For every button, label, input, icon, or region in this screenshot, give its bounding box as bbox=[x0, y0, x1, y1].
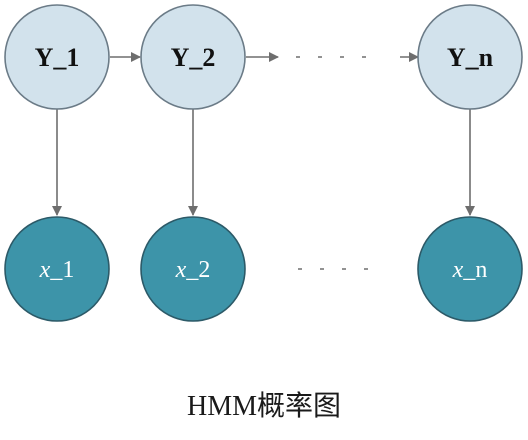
hidden-node-y2: Y_2 bbox=[140, 4, 246, 110]
hidden-node-label: Y_n bbox=[447, 43, 494, 72]
observed-node-x1: x_1 bbox=[4, 216, 110, 322]
hidden-node-y1: Y_1 bbox=[4, 4, 110, 110]
observed-node-xn: x_n bbox=[417, 216, 523, 322]
hidden-node-label: Y_2 bbox=[171, 43, 216, 72]
hidden-node-label: Y_1 bbox=[35, 43, 80, 72]
hidden-node-yn: Y_n bbox=[417, 4, 523, 110]
observed-node-x2: x_2 bbox=[140, 216, 246, 322]
observed-node-label: x_1 bbox=[39, 257, 75, 283]
observed-node-label: x_2 bbox=[175, 257, 211, 283]
observed-node-label: x_n bbox=[452, 257, 488, 283]
diagram-caption: HMM概率图 bbox=[186, 391, 341, 422]
